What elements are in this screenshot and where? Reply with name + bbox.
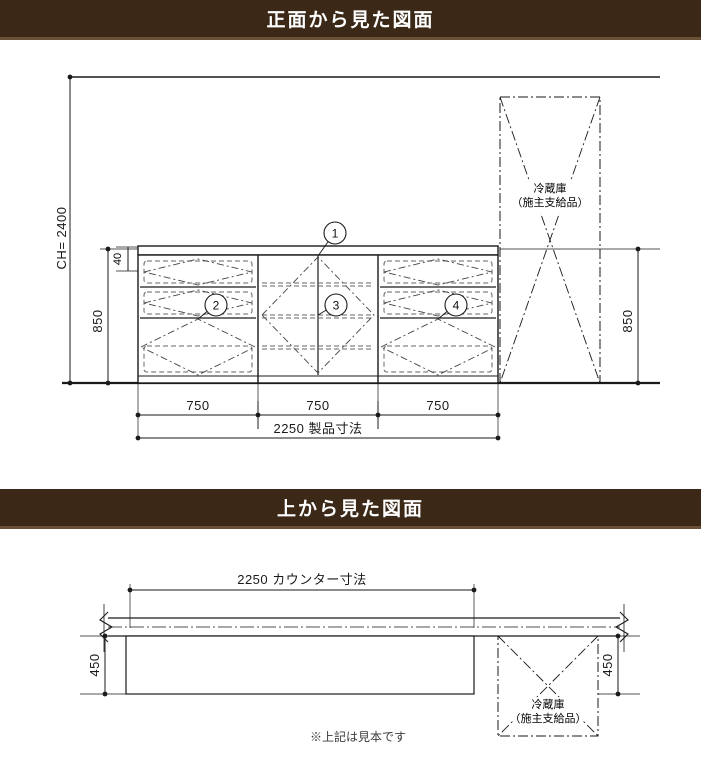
depth-left-dot-bottom [102,691,108,697]
break-symbol-left [99,611,114,643]
ceiling-height-label: CH= 2400 [54,207,69,270]
bay-width-label-1: 750 [186,398,209,413]
left-drawer-3-box [143,345,253,373]
refrigerator-plan-label-backdrop [514,697,582,727]
refrigerator-front-view: 冷蔵庫 （施主支給品） [499,96,601,384]
sample-note: ※上記は見本です [310,729,406,744]
depth-right-dot-top [615,633,621,639]
section-title-top: 上から見た図面 [276,499,424,520]
overall-dot-right [495,435,501,441]
refrigerator-label-line1: 冷蔵庫 [534,181,567,195]
right-drawer-1-open-symbol [383,258,493,286]
right-cabinet-bay[interactable] [379,258,497,376]
callout-1-number: 1 [332,227,339,241]
center-doors-swing-symbol [261,256,375,374]
left-cabinet-bay[interactable] [139,258,257,376]
cabinet-height-bottom-dot [105,380,111,386]
depth-right-label: 450 [600,653,615,676]
depth-dimension-left: 450 [80,633,126,697]
overall-dot-left [135,435,141,441]
refrigerator-plan-label-line2: （施主支給品） [510,711,587,725]
callout-3-number: 3 [333,299,340,313]
section-title-front: 正面から見た図面 [266,10,435,31]
refrigerator-label-line2: （施主支給品） [512,195,589,209]
callout-2-number: 2 [213,299,220,313]
right-height-label: 850 [620,309,635,332]
break-symbol-right [614,611,629,643]
callout-4-number: 4 [453,299,460,313]
bay-width-dimensions: 750 750 750 [135,383,501,429]
right-height-bottom-dot [635,380,641,386]
callout-1-circle [323,221,347,245]
overall-width-dimension: 2250 製品寸法 [135,415,501,441]
right-height-top-dot [635,246,641,252]
front-view-svg: CH= 2400 850 40 [54,74,660,441]
callout-3-circle [324,293,348,317]
depth-dimension-right: 450 [598,633,640,697]
left-drawer-1-open-symbol [143,258,253,286]
callout-2[interactable]: 2 [197,293,228,320]
refrigerator-top-view: 冷蔵庫 （施主支給品） [497,635,599,737]
counter-top-slab [137,245,499,256]
refrigerator-outline [499,96,601,384]
right-drawer-3-open-symbol [379,318,497,376]
callout-4[interactable]: 4 [437,293,468,320]
callout-4-circle [444,293,468,317]
refrigerator-x-line-2 [499,96,601,384]
bay-width-label-2: 750 [306,398,329,413]
callout-2-circle [204,293,228,317]
left-drawer-2-open-symbol [143,289,253,317]
counter-dim-dot-left [127,587,133,593]
counter-width-dimension: 2250 カウンター寸法 [127,572,477,628]
top-view-drawing: 2250 カウンター寸法 [0,532,701,775]
section-header-front-view: 正面から見た図面 [0,0,701,40]
section-header-top-view: 上から見た図面 [0,489,701,529]
right-drawer-3-box [383,345,493,373]
top-view-svg: 2250 カウンター寸法 [80,572,640,744]
depth-right-dot-bottom [615,691,621,697]
right-drawer-2-open-symbol [383,289,493,317]
cabinet-plan-body [125,635,475,695]
counter-thickness-label: 40 [112,253,124,265]
cabinet-height-label: 850 [90,309,105,332]
refrigerator-plan-outline [497,635,599,737]
counter-dimension-label: 2250 カウンター寸法 [237,572,367,587]
callout-3[interactable]: 3 [317,293,348,317]
callout-1[interactable]: 1 [317,221,347,257]
counter-dim-dot-right [471,587,477,593]
overall-dimension-label: 2250 製品寸法 [273,421,362,436]
bay-width-label-3: 750 [426,398,449,413]
front-view-drawing: CH= 2400 850 40 [0,43,701,483]
refrigerator-plan-label-line1: 冷蔵庫 [532,697,565,711]
depth-left-label: 450 [87,653,102,676]
depth-left-dot-top [102,633,108,639]
refrigerator-label-backdrop [516,181,584,213]
left-drawer-3-open-symbol [139,318,257,376]
